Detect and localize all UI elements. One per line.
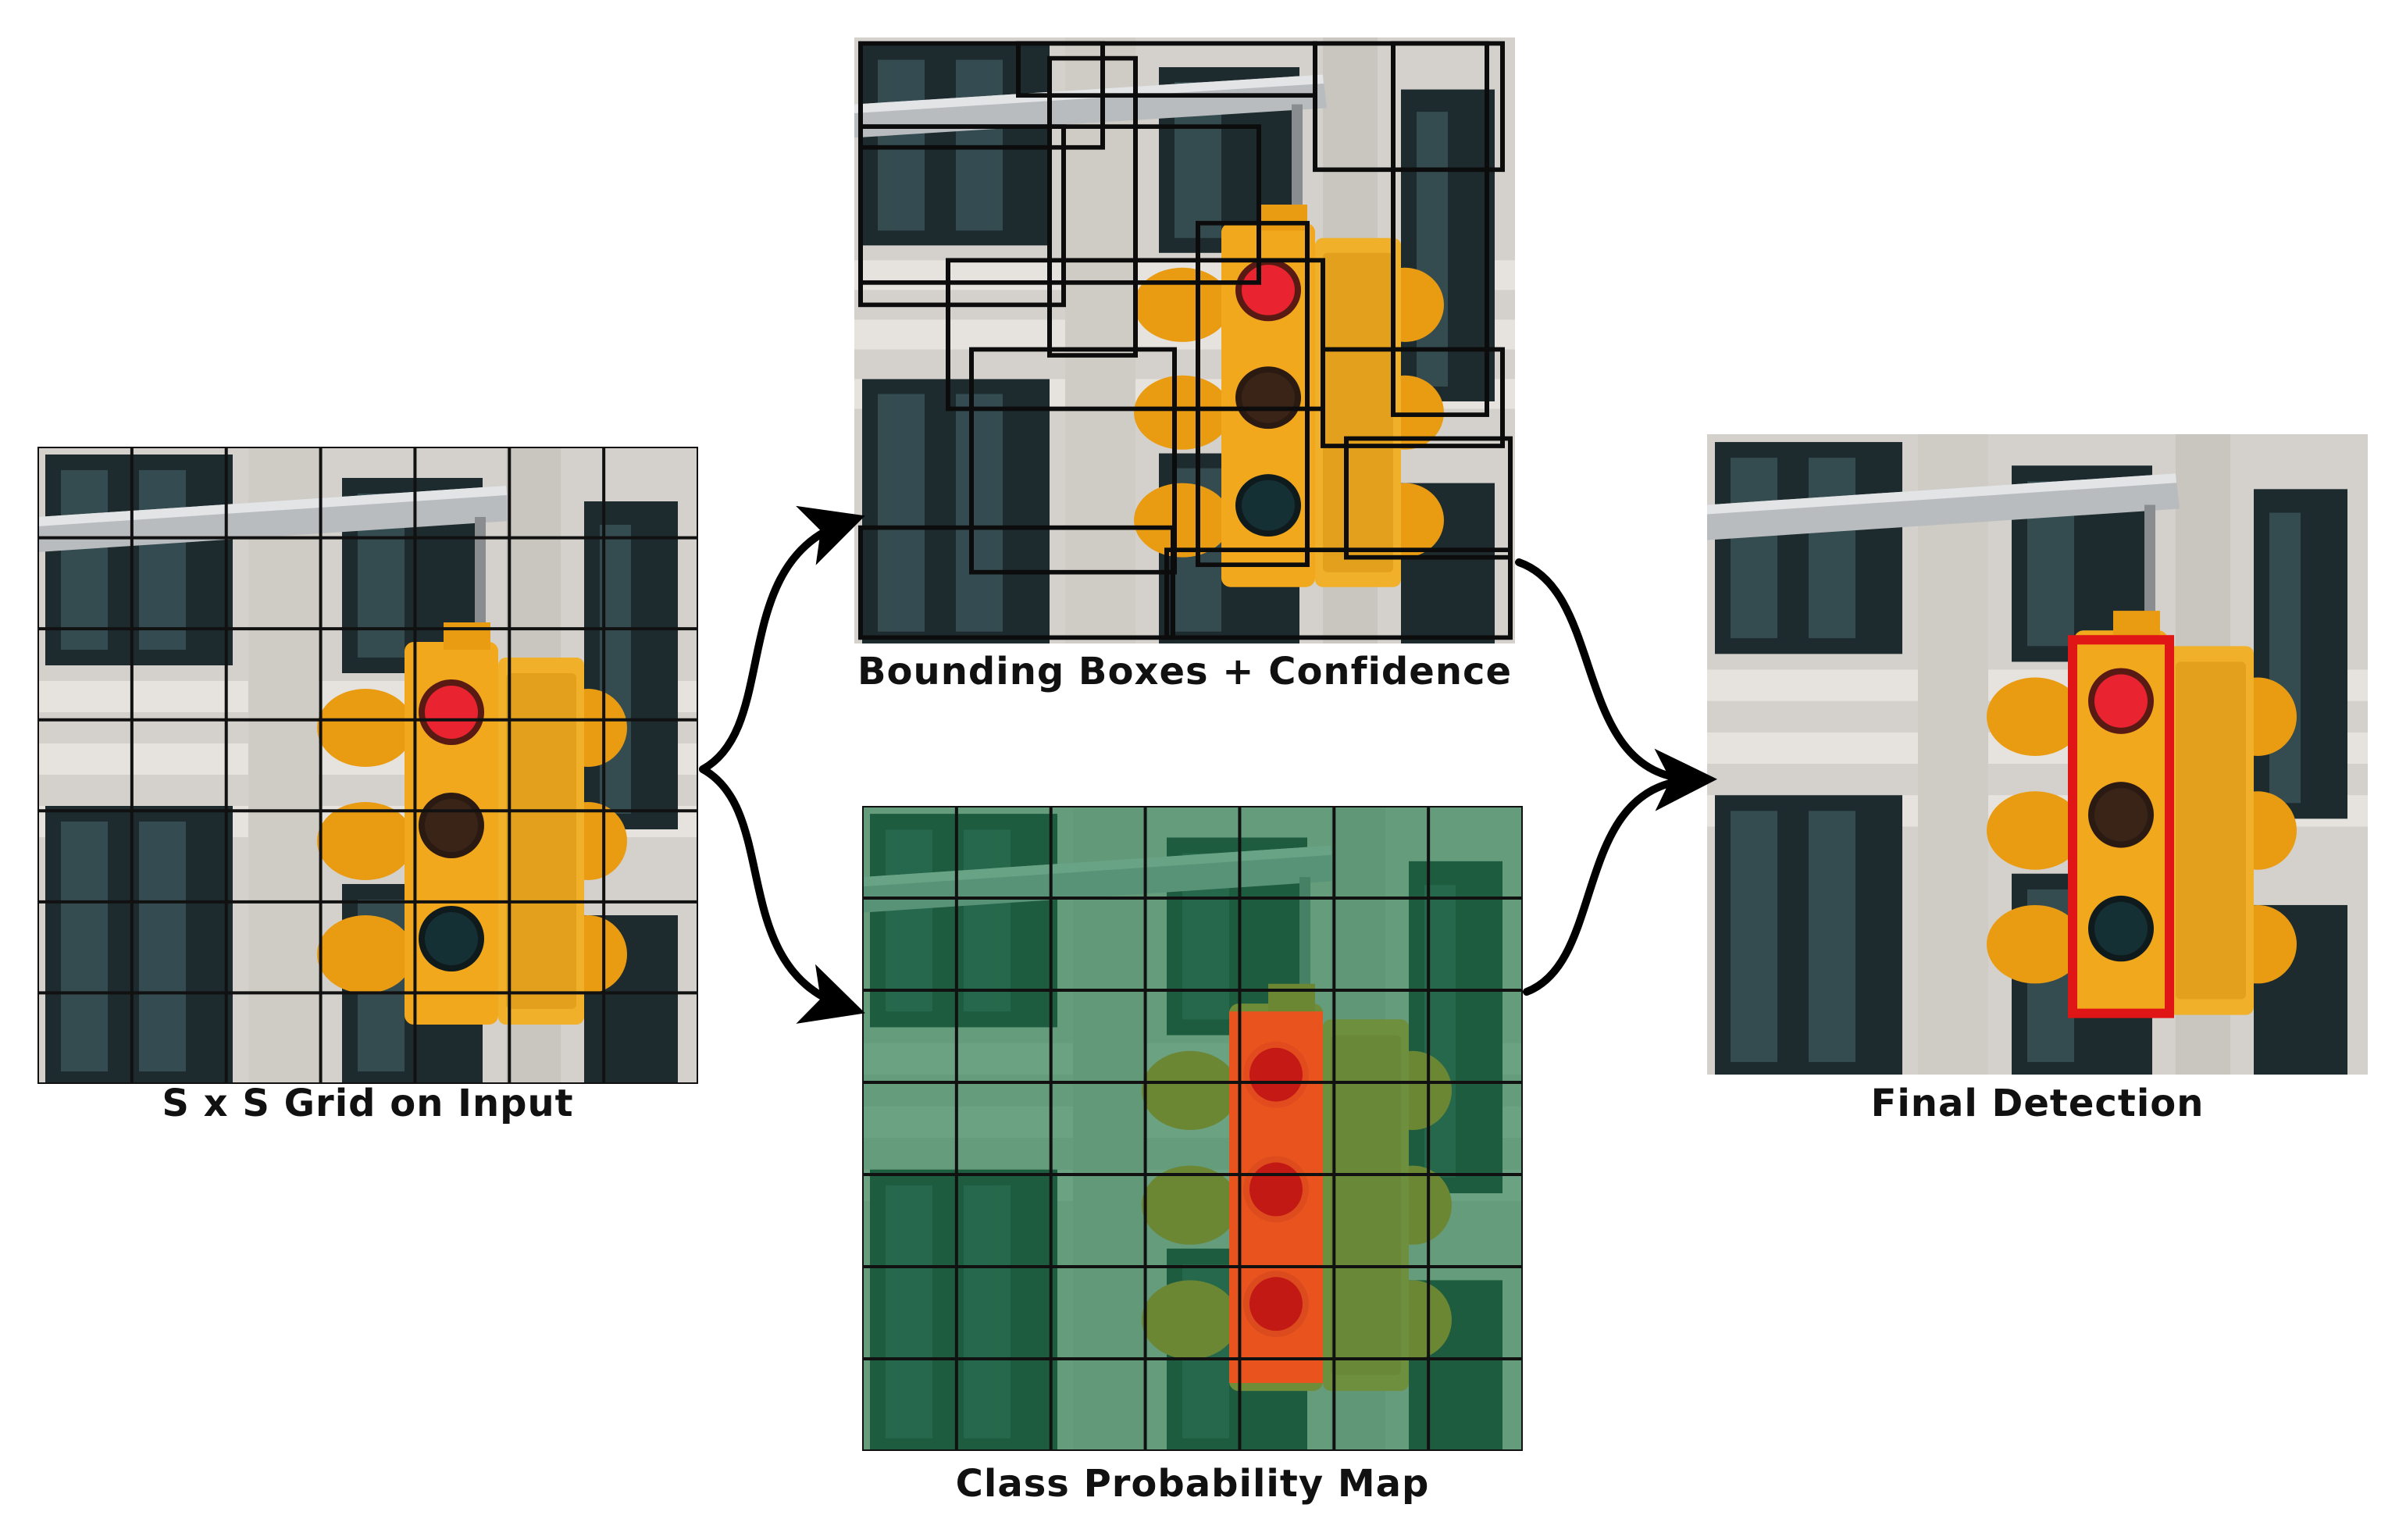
input-image — [37, 447, 698, 1084]
sxs-grid-overlay — [37, 447, 698, 1084]
final-image — [1707, 434, 2368, 1075]
caption-final-detection: Final Detection — [1870, 1082, 2205, 1125]
caption-input-grid: S x S Grid on Input — [162, 1082, 574, 1125]
boxes-image — [854, 37, 1515, 643]
arrow-class-to-final — [1523, 775, 1702, 996]
final-detection-panel — [1707, 434, 2368, 1075]
candidate-bounding-boxes — [858, 41, 1513, 640]
caption-bounding-boxes: Bounding Boxes + Confidence — [857, 650, 1513, 693]
arrow-boxes-to-final — [1515, 558, 1717, 811]
arrow-to-class-map — [699, 765, 865, 1024]
detection-box — [2068, 635, 2174, 1018]
bounding-boxes-panel — [854, 37, 1515, 643]
class-map-image — [862, 806, 1523, 1451]
class-probability-panel — [862, 806, 1523, 1451]
class-overlay-tint — [862, 806, 1523, 1451]
class-grid-overlay — [862, 806, 1523, 1451]
caption-class-map: Class Probability Map — [955, 1462, 1430, 1506]
arrow-to-boxes — [699, 505, 865, 773]
input-grid-panel — [37, 447, 698, 1084]
